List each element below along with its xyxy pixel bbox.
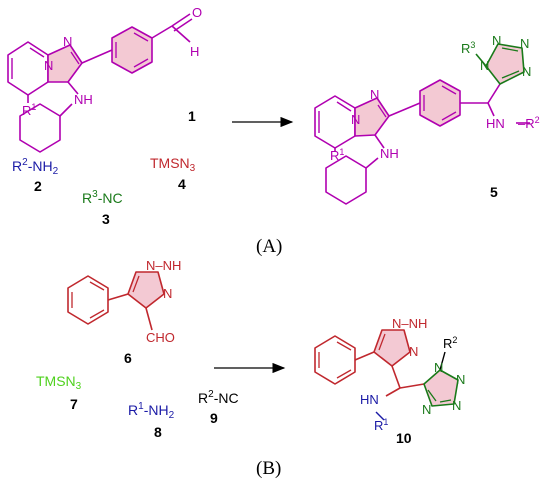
compound-9-number: 9 — [210, 410, 218, 426]
compound-10-structure — [314, 329, 459, 421]
compound-6-number: 6 — [124, 350, 132, 366]
compound-9-formula: R2-NC — [198, 389, 239, 407]
compound-7-formula: TMSN3 — [36, 373, 82, 392]
compound-7-number: 7 — [70, 396, 78, 412]
compound-5-number: 5 — [490, 184, 498, 200]
compound-8-formula: R1-NH2 — [128, 401, 175, 421]
caption-a: (A) — [256, 236, 283, 257]
c5-tetrazole-r3: R3 — [461, 40, 475, 56]
compound-5-structure — [314, 43, 530, 205]
c1-atom-n-top: N — [63, 34, 72, 49]
c5-tetrazole-n4: N — [522, 64, 531, 79]
c5-hn-r2: –R2 — [518, 115, 540, 131]
c10-tetrazole-n4: N — [422, 402, 431, 417]
c5-atom-r1: R1 — [330, 147, 344, 163]
compound-2-formula: R2-NH2 — [12, 157, 59, 177]
c10-tetrazole-n2: N — [456, 372, 465, 387]
compound-4-formula: TMSN3 — [150, 155, 196, 174]
c5-atom-n-top: N — [370, 87, 379, 102]
compound-3-number: 3 — [102, 211, 110, 227]
compound-6-structure — [67, 271, 165, 331]
c1-atom-n-ring: N — [44, 58, 53, 73]
c6-triazole-n: N — [163, 286, 172, 301]
c6-triazole-nh: N–NH — [146, 258, 181, 273]
c5-tetrazole-n3: N — [520, 36, 529, 51]
c10-tetrazole-n3: N — [452, 398, 461, 413]
c10-hn: HN — [360, 392, 379, 407]
c5-hn: HN — [486, 116, 505, 131]
c6-cho: CHO — [146, 330, 175, 345]
c1-atom-o: O — [192, 5, 202, 20]
c10-tetrazole-r2: R2 — [443, 335, 457, 351]
c5-tetrazole-n2: N — [492, 33, 501, 48]
compound-1-structure — [7, 13, 193, 153]
c10-triazole-n: N — [409, 344, 418, 359]
c10-triazole-nh: N–NH — [392, 316, 427, 331]
compound-3-formula: R3-NC — [82, 189, 123, 207]
c1-atom-nh: NH — [74, 92, 93, 107]
c5-tetrazole-n1: N — [480, 58, 489, 73]
compound-10-number: 10 — [396, 430, 412, 446]
c1-atom-h: H — [190, 44, 199, 59]
compound-4-number: 4 — [178, 176, 186, 192]
compound-8-number: 8 — [154, 424, 162, 440]
c10-tetrazole-n1: N — [434, 360, 443, 375]
c5-atom-nh: NH — [380, 146, 399, 161]
c10-r1: R1 — [374, 417, 388, 433]
compound-2-number: 2 — [34, 178, 42, 194]
caption-b: (B) — [256, 458, 282, 479]
c5-atom-n-ring: N — [351, 112, 360, 127]
c1-atom-r1: R1 — [22, 102, 36, 118]
compound-1-number: 1 — [188, 108, 196, 124]
